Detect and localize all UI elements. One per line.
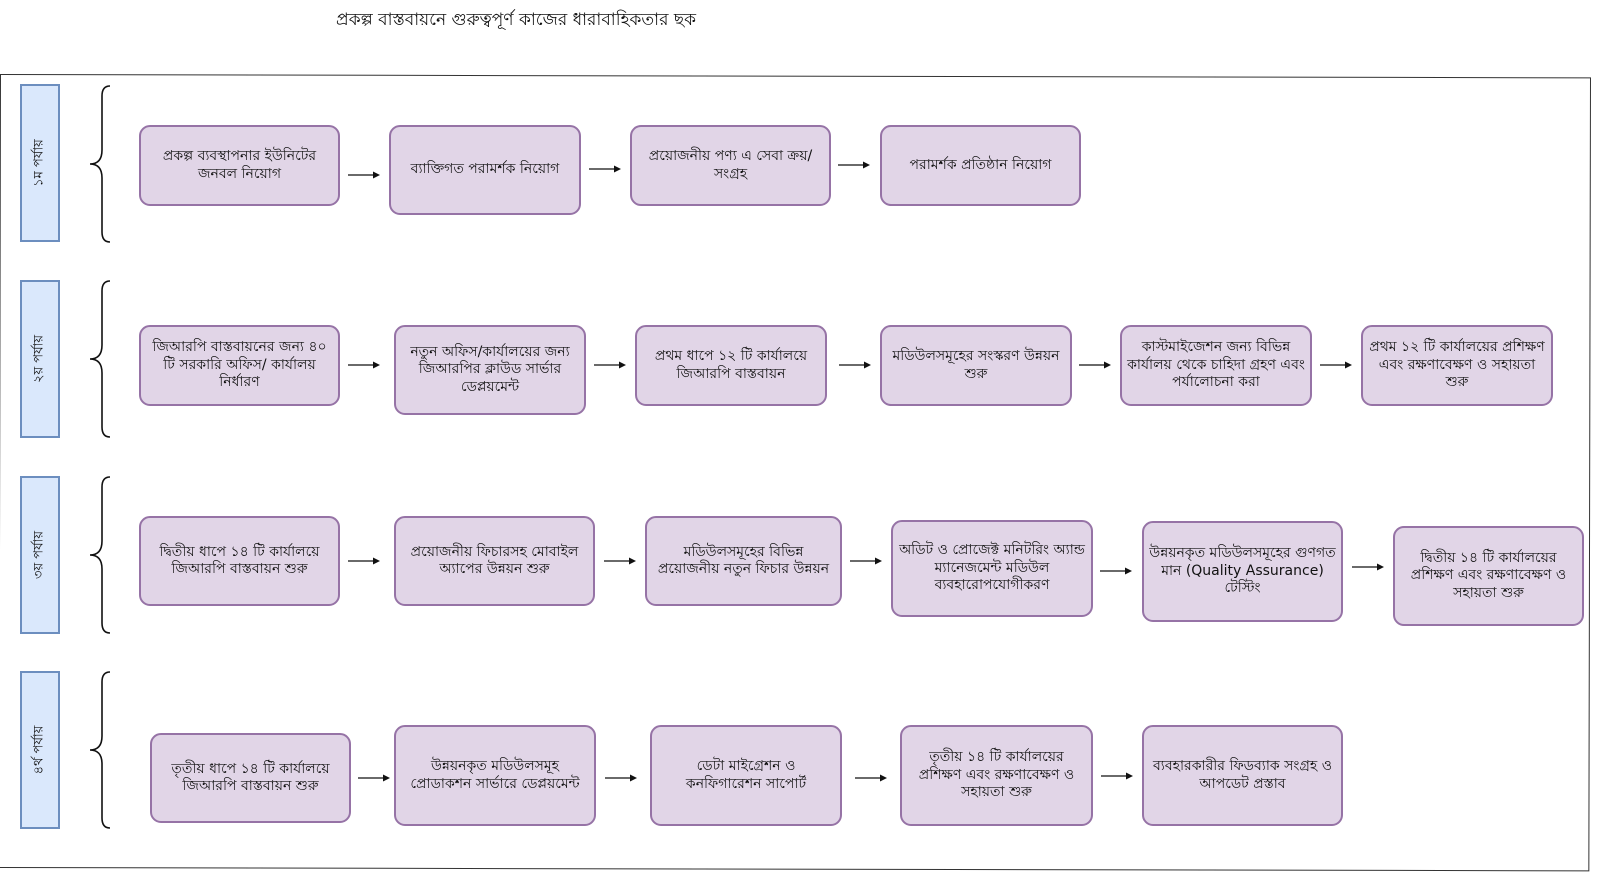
phase-2-arrow-1 [348,361,380,369]
phase-2-arrow-5 [1320,361,1352,369]
phase-4-bracket [89,671,111,829]
phase-4-step-5: ব্যবহারকারীর ফিডব্যাক সংগ্রহ ও আপডেট প্র… [1142,725,1343,826]
phase-3-step-4: অডিট ও প্রোজেক্ট মনিটরিং অ্যান্ড ম্যানেজ… [891,520,1093,617]
phase-4-step-4: তৃতীয় ১৪ টি কার্যালয়ের প্রশিক্ষণ এবং র… [900,725,1093,826]
phase-3-bracket [89,476,111,634]
phase-1-tab: ১ম পর্যায় [20,84,60,242]
phase-3-arrow-2 [604,557,636,565]
phase-2-step-1: জিআরপি বাস্তবায়নের জন্য ৪০ টি সরকারি অফ… [139,325,340,406]
phase-3-step-1: দ্বিতীয় ধাপে ১৪ টি কার্যালয়ে জিআরপি বা… [139,516,340,606]
phase-3-arrow-5 [1352,563,1384,571]
phase-2-step-4: মডিউলসমূহের সংস্করণ উন্নয়ন শুরু [880,325,1072,406]
phase-2-arrow-4 [1079,361,1111,369]
phase-2-step-2: নতুন অফিস/কার্যালয়ের জন্য জিআরপির ক্লাউ… [394,325,586,415]
phase-3-step-5: উন্নয়নকৃত মডিউলসমূহের গুণগত মান (Qualit… [1142,521,1343,622]
phase-3-arrow-1 [348,557,380,565]
phase-1-arrow-1 [348,171,380,179]
phase-2-step-6: প্রথম ১২ টি কার্যালয়ের প্রশিক্ষণ এবং রক… [1361,325,1553,406]
phase-1-bracket [89,85,111,243]
phase-1-step-4: পরামর্শক প্রতিষ্ঠান নিয়োগ [880,125,1081,206]
phase-3-step-2: প্রয়োজনীয় ফিচারসহ মোবাইল অ্যাপের উন্নয… [394,516,595,606]
phase-2-arrow-3 [839,361,871,369]
phase-3-tab: ৩য় পর্যায় [20,476,60,634]
phase-4-arrow-2 [605,774,637,782]
phase-2-step-3: প্রথম ধাপে ১২ টি কার্যালয়ে জিআরপি বাস্ত… [635,325,827,406]
phase-4-step-1: তৃতীয় ধাপে ১৪ টি কার্যালয়ে জিআরপি বাস্… [150,733,351,823]
phase-2-bracket [89,280,111,438]
phase-1-step-3: প্রয়োজনীয় পণ্য এ সেবা ক্রয়/ সংগ্রহ [630,125,831,206]
phase-1-arrow-3 [838,161,870,169]
phase-4-step-3: ডেটা মাইগ্রেশন ও কনফিগারেশন সাপোর্ট [650,725,842,826]
phase-2-tab: ২য় পর্যায় [20,280,60,438]
phase-4-arrow-1 [358,774,390,782]
phase-1-label: ১ম পর্যায় [31,139,47,187]
diagram-title: প্রকল্প বাস্তবায়নে গুরুত্বপূর্ণ কাজের ধ… [336,10,697,30]
phase-3-step-3: মডিউলসমূহের বিভিন্ন প্রয়োজনীয় নতুন ফিচ… [645,516,842,606]
phase-3-arrow-3 [850,557,882,565]
phase-3-step-6: দ্বিতীয় ১৪ টি কার্যালয়ের প্রশিক্ষণ এবং… [1393,526,1584,626]
phase-4-label: ৪র্থ পর্যায় [31,725,47,775]
phase-4-tab: ৪র্থ পর্যায় [20,671,60,829]
phase-2-step-5: কাস্টমাইজেশন জন্য বিভিন্ন কার্যালয় থেকে… [1120,325,1312,406]
phase-3-label: ৩য় পর্যায় [31,531,47,579]
phase-2-arrow-2 [594,361,626,369]
phase-2-label: ২য় পর্যায় [31,335,47,383]
phase-3-arrow-4 [1100,567,1132,575]
phase-4-step-2: উন্নয়নকৃত মডিউলসমূহ প্রোডাকশন সার্ভারে … [394,725,596,826]
phase-4-arrow-3 [855,774,887,782]
phase-1-arrow-2 [589,165,621,173]
phase-4-arrow-4 [1101,772,1133,780]
phase-1-step-2: ব্যাক্তিগত পরামর্শক নিয়োগ [389,125,581,215]
phase-1-step-1: প্রকল্প ব্যবস্থাপনার ইউনিটের জনবল নিয়োগ [139,125,340,206]
